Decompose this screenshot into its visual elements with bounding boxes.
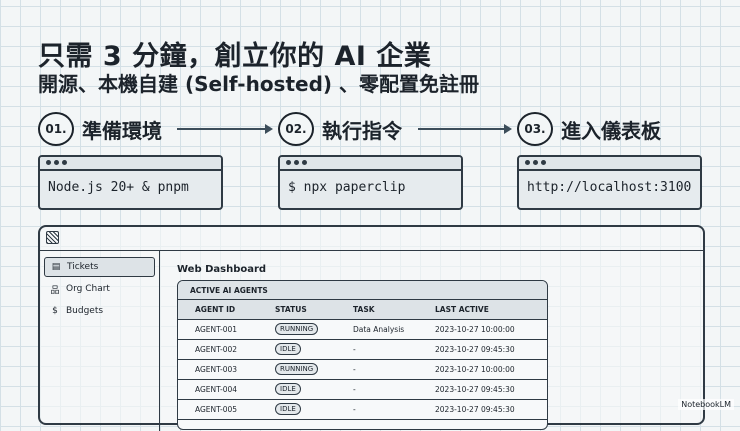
sidebar-item-label: Org Chart <box>66 284 110 294</box>
status-badge: RUNNING <box>275 323 319 335</box>
sidebar: ▤ Tickets 品 Org Chart $ Budgets <box>40 251 160 431</box>
status-badge: IDLE <box>275 383 301 395</box>
sidebar-item-tickets[interactable]: ▤ Tickets <box>44 257 155 277</box>
page-subtitle: 開源、本機自建 (Self-hosted) 、零配置免註冊 <box>38 72 480 96</box>
terminal-window: $ npx paperclip <box>278 155 463 210</box>
table-cell: AGENT-002 <box>178 339 258 360</box>
column-header: LAST ACTIVE <box>418 300 547 320</box>
table-cell: 2023-10-27 10:00:00 <box>418 359 547 380</box>
page-title: 只需 3 分鐘，創立你的 AI 企業 <box>38 41 432 72</box>
step-label: 進入儀表板 <box>561 118 661 143</box>
ticket-icon: ▤ <box>51 262 61 272</box>
terminal-window: Node.js 20+ & pnpm <box>38 155 223 210</box>
step-number: 01. <box>38 112 74 146</box>
terminal-command: $ npx paperclip <box>288 180 406 195</box>
notebooklm-watermark: NotebookLM <box>678 399 734 410</box>
org-chart-icon: 品 <box>50 285 60 296</box>
table-cell: - <box>336 399 418 420</box>
status-badge: RUNNING <box>275 363 319 375</box>
table-cell: AGENT-003 <box>178 359 258 380</box>
window-dots-icon <box>280 157 461 171</box>
window-dots-icon <box>40 157 221 171</box>
table-cell: Data Analysis <box>336 319 418 340</box>
table-cell: AGENT-005 <box>178 399 258 420</box>
column-header: AGENT ID <box>178 300 258 320</box>
status-cell: RUNNING <box>258 319 336 340</box>
agents-table: AGENT ID STATUS TASK LAST ACTIVE AGENT-0… <box>178 300 547 420</box>
browser-window: http://localhost:3100 <box>517 155 702 210</box>
sidebar-item-org-chart[interactable]: 品 Org Chart <box>44 279 155 299</box>
panel-title: ACTIVE AI AGENTS <box>178 281 547 300</box>
step-1: 01. 準備環境 <box>38 112 162 146</box>
step-2: 02. 執行指令 <box>278 112 402 146</box>
sidebar-item-label: Budgets <box>66 306 104 316</box>
table-cell: 2023-10-27 10:00:00 <box>418 319 547 340</box>
table-cell: 2023-10-27 09:45:30 <box>418 339 547 360</box>
table-row[interactable]: AGENT-005 IDLE -2023-10-27 09:45:30 <box>178 399 547 420</box>
table-row[interactable]: AGENT-003 RUNNING -2023-10-27 10:00:00 <box>178 359 547 380</box>
status-cell: RUNNING <box>258 359 336 380</box>
step-number: 02. <box>278 112 314 146</box>
status-badge: IDLE <box>275 403 301 415</box>
app-logo-icon <box>46 231 59 244</box>
url-text: http://localhost:3100 <box>527 180 692 195</box>
table-cell: - <box>336 359 418 380</box>
sidebar-item-label: Tickets <box>67 262 99 272</box>
status-cell: IDLE <box>258 379 336 400</box>
sidebar-item-budgets[interactable]: $ Budgets <box>44 301 155 321</box>
step-3: 03. 進入儀表板 <box>517 112 661 146</box>
status-cell: IDLE <box>258 339 336 360</box>
step-label: 準備環境 <box>82 118 162 143</box>
window-dots-icon <box>519 157 700 171</box>
column-header: TASK <box>336 300 418 320</box>
table-cell: - <box>336 379 418 400</box>
table-cell: - <box>336 339 418 360</box>
dashboard-title: Web Dashboard <box>177 264 267 275</box>
table-cell: AGENT-004 <box>178 379 258 400</box>
arrow-icon <box>177 124 273 134</box>
step-number: 03. <box>517 112 553 146</box>
table-cell: 2023-10-27 09:45:30 <box>418 399 547 420</box>
column-header: STATUS <box>258 300 336 320</box>
table-cell: AGENT-001 <box>178 319 258 340</box>
dollar-icon: $ <box>52 306 58 316</box>
status-badge: IDLE <box>275 343 301 355</box>
terminal-command: Node.js 20+ & pnpm <box>48 180 189 195</box>
agents-panel: ACTIVE AI AGENTS AGENT ID STATUS TASK LA… <box>177 280 548 430</box>
dashboard-window: ▤ Tickets 品 Org Chart $ Budgets Web Dashboa… <box>38 225 705 431</box>
table-row[interactable]: AGENT-002 IDLE -2023-10-27 09:45:30 <box>178 339 547 360</box>
arrow-icon <box>418 124 512 134</box>
table-row[interactable]: AGENT-004 IDLE -2023-10-27 09:45:30 <box>178 379 547 400</box>
status-cell: IDLE <box>258 399 336 420</box>
table-cell: 2023-10-27 09:45:30 <box>418 379 547 400</box>
step-label: 執行指令 <box>322 118 402 143</box>
